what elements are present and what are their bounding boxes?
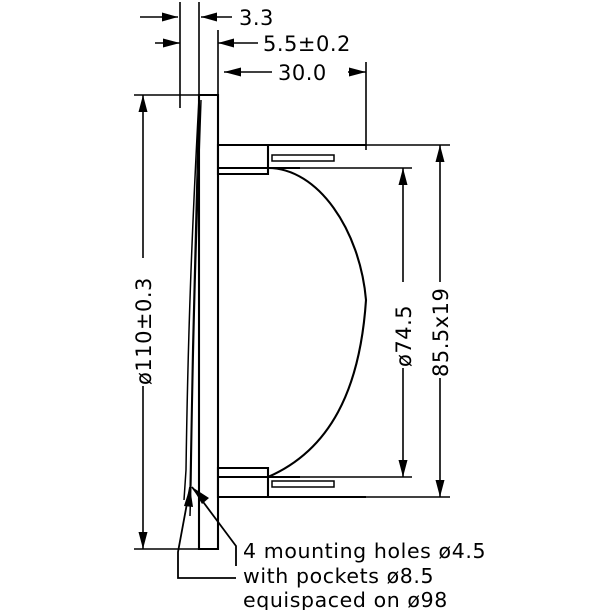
dimension-dia-74-5: ø74.5 xyxy=(300,167,417,478)
note-line-3: equispaced on ø98 xyxy=(243,588,448,610)
terminal-block-lower xyxy=(216,466,366,499)
mounting-hole-leaders xyxy=(177,486,237,579)
dimension-5-5: 5.5±0.2 xyxy=(155,32,351,56)
mounting-note-block: 4 mounting holes ø4.5 with pockets ø8.5 … xyxy=(243,539,486,610)
dimension-3-3: 3.3 xyxy=(140,6,274,30)
dimension-dia-110: ø110±0.3 xyxy=(130,94,200,550)
dimension-label-dia-110: ø110±0.3 xyxy=(132,277,156,385)
note-line-2: with pockets ø8.5 xyxy=(243,564,434,588)
dimension-label-30-0: 30.0 xyxy=(278,61,327,85)
dimension-30-0: 30.0 xyxy=(224,58,366,86)
dimension-85-5x19: 85.5x19 xyxy=(232,144,454,498)
dimension-label-5-5: 5.5±0.2 xyxy=(263,32,351,56)
front-lip-profile xyxy=(183,97,202,517)
terminal-block-upper xyxy=(216,143,366,176)
dimension-label-85-5x19: 85.5x19 xyxy=(429,288,453,377)
note-line-1: 4 mounting holes ø4.5 xyxy=(243,539,486,563)
dimension-label-dia-74-5: ø74.5 xyxy=(392,305,416,367)
speaker-body-profile xyxy=(218,166,368,479)
flange-plate xyxy=(197,93,220,551)
dimension-label-3-3: 3.3 xyxy=(239,6,274,30)
